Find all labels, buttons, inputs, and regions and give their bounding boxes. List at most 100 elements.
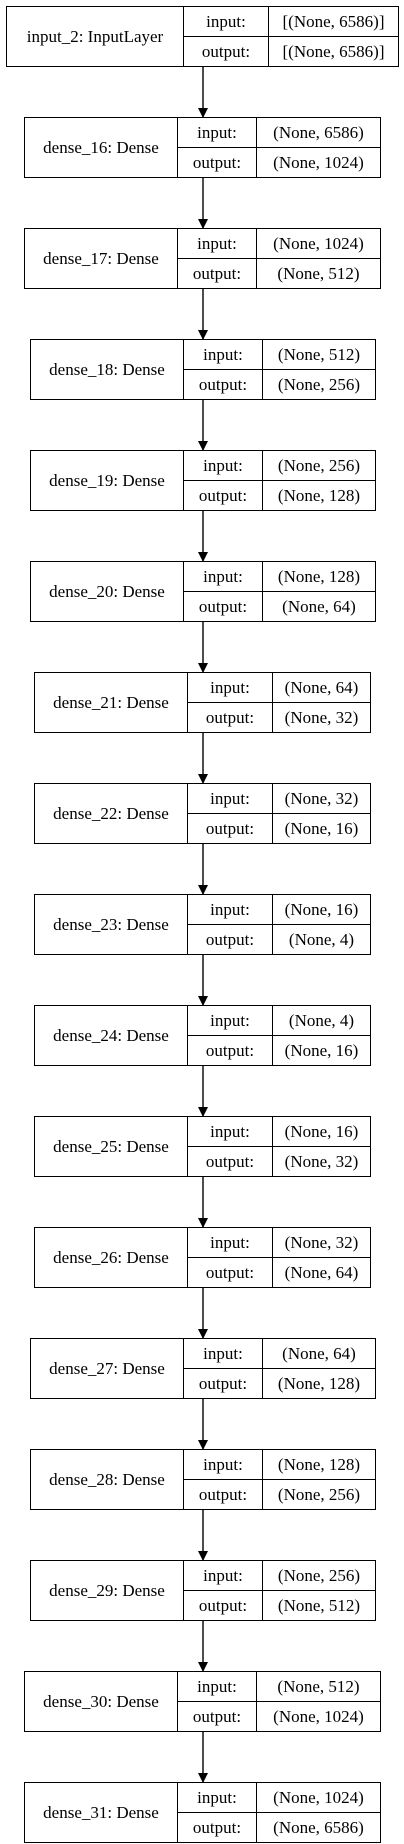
output-port-label: output: bbox=[205, 929, 255, 949]
output-port-label: output: bbox=[198, 1373, 248, 1393]
output-port-label: output: bbox=[205, 1040, 255, 1060]
output-shape: (None, 16) bbox=[284, 1040, 359, 1060]
layer-name: dense_27: Dense bbox=[31, 1339, 184, 1398]
layer-name: dense_21: Dense bbox=[35, 673, 188, 732]
input-shape: (None, 128) bbox=[263, 1450, 375, 1480]
input-port-label: input: bbox=[188, 1006, 272, 1036]
output-shape: (None, 16) bbox=[284, 818, 359, 838]
layer-name: dense_16: Dense bbox=[25, 118, 178, 177]
output-shape: (None, 128) bbox=[277, 1373, 361, 1393]
layer-name: dense_23: Dense bbox=[35, 895, 188, 954]
input-shape: (None, 1024) bbox=[257, 1783, 380, 1813]
input-shape: (None, 512) bbox=[263, 340, 375, 370]
output-shape: (None, 32) bbox=[284, 1151, 359, 1171]
layer-name: input_2: InputLayer bbox=[7, 7, 184, 66]
input-port-label: input: bbox=[178, 1672, 256, 1702]
input-port-label: input: bbox=[188, 1228, 272, 1258]
input-port-label: input: bbox=[184, 7, 268, 37]
output-shape: (None, 4) bbox=[288, 929, 355, 949]
input-shape: (None, 6586) bbox=[257, 118, 380, 148]
layer-name: dense_24: Dense bbox=[35, 1006, 188, 1065]
input-shape: (None, 256) bbox=[263, 451, 375, 481]
input-port-label: input: bbox=[178, 1783, 256, 1813]
input-shape: (None, 1024) bbox=[257, 229, 380, 259]
output-shape: (None, 64) bbox=[284, 1262, 359, 1282]
output-port-label: output: bbox=[192, 1706, 242, 1726]
input-shape: (None, 16) bbox=[273, 895, 370, 925]
input-shape: (None, 16) bbox=[273, 1117, 370, 1147]
output-shape: (None, 512) bbox=[277, 263, 360, 283]
layer-name: dense_20: Dense bbox=[31, 562, 184, 621]
layer-name: dense_26: Dense bbox=[35, 1228, 188, 1287]
output-port-label: output: bbox=[192, 263, 242, 283]
layer-name: dense_19: Dense bbox=[31, 451, 184, 510]
input-port-label: input: bbox=[188, 895, 272, 925]
layer-name: dense_17: Dense bbox=[25, 229, 178, 288]
output-shape: (None, 512) bbox=[277, 1595, 361, 1615]
layer-name: dense_25: Dense bbox=[35, 1117, 188, 1176]
input-port-label: input: bbox=[184, 451, 262, 481]
output-shape: (None, 128) bbox=[277, 485, 361, 505]
input-shape: (None, 256) bbox=[263, 1561, 375, 1591]
input-port-label: input: bbox=[188, 1117, 272, 1147]
output-shape: (None, 256) bbox=[277, 1484, 361, 1504]
output-port-label: output: bbox=[198, 1484, 248, 1504]
input-shape: (None, 512) bbox=[257, 1672, 380, 1702]
output-shape: (None, 256) bbox=[277, 374, 361, 394]
output-shape: [(None, 6586)] bbox=[282, 41, 385, 61]
input-shape: (None, 128) bbox=[263, 562, 375, 592]
output-port-label: output: bbox=[205, 1262, 255, 1282]
input-shape: (None, 32) bbox=[273, 1228, 370, 1258]
input-port-label: input: bbox=[184, 1561, 262, 1591]
input-port-label: input: bbox=[184, 562, 262, 592]
input-shape: (None, 64) bbox=[263, 1339, 375, 1369]
output-port-label: output: bbox=[205, 707, 255, 727]
output-port-label: output: bbox=[205, 818, 255, 838]
output-port-label: output: bbox=[198, 374, 248, 394]
input-port-label: input: bbox=[184, 1450, 262, 1480]
output-port-label: output: bbox=[198, 1595, 248, 1615]
layer-name: dense_31: Dense bbox=[25, 1783, 178, 1842]
layer-name: dense_18: Dense bbox=[31, 340, 184, 399]
input-port-label: input: bbox=[178, 118, 256, 148]
layer-name: dense_29: Dense bbox=[31, 1561, 184, 1620]
output-shape: (None, 32) bbox=[284, 707, 359, 727]
output-port-label: output: bbox=[192, 152, 242, 172]
output-port-label: output: bbox=[198, 596, 248, 616]
input-port-label: input: bbox=[188, 673, 272, 703]
input-port-label: input: bbox=[188, 784, 272, 814]
output-port-label: output: bbox=[205, 1151, 255, 1171]
output-shape: (None, 64) bbox=[282, 596, 356, 616]
output-shape: (None, 1024) bbox=[273, 152, 364, 172]
input-shape: (None, 32) bbox=[273, 784, 370, 814]
input-shape: (None, 4) bbox=[273, 1006, 370, 1036]
output-port-label: output: bbox=[198, 485, 248, 505]
input-port-label: input: bbox=[184, 340, 262, 370]
layer-name: dense_28: Dense bbox=[31, 1450, 184, 1509]
input-port-label: input: bbox=[184, 1339, 262, 1369]
layer-name: dense_22: Dense bbox=[35, 784, 188, 843]
output-port-label: output: bbox=[192, 1817, 242, 1837]
layer-name: dense_30: Dense bbox=[25, 1672, 178, 1731]
output-port-label: output: bbox=[201, 41, 251, 61]
output-shape: (None, 6586) bbox=[273, 1817, 364, 1837]
output-shape: (None, 1024) bbox=[273, 1706, 364, 1726]
